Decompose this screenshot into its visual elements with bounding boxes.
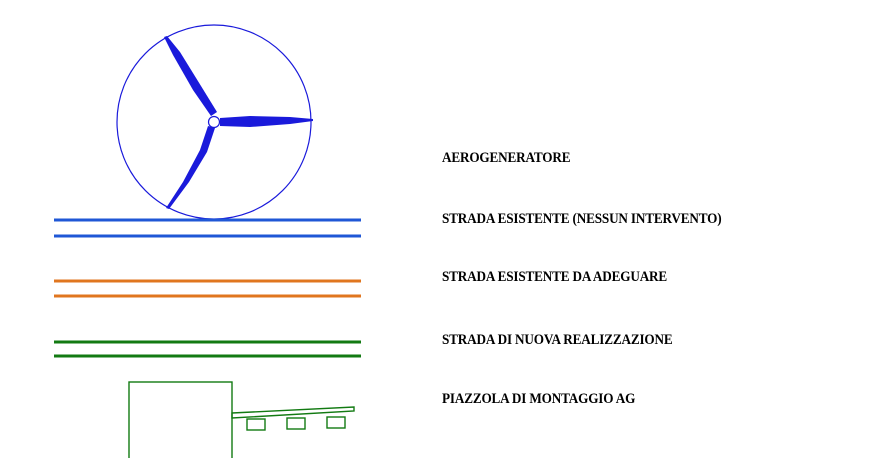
legend-label-strada-nuova: STRADA DI NUOVA REALIZZAZIONE [442, 332, 673, 348]
strada-nuova-symbol [54, 340, 361, 358]
legend-label-strada-esistente: STRADA ESISTENTE (NESSUN INTERVENTO) [442, 211, 722, 227]
turbine-blade-right [220, 116, 313, 127]
turbine-blade-lower [166, 126, 215, 209]
strada-adeguare-symbol [54, 279, 361, 298]
legend-label-piazzola: PIAZZOLA DI MONTAGGIO AG [442, 391, 636, 407]
piazzola-symbol [128, 381, 355, 458]
pad-outrigger [246, 418, 266, 431]
legend-label-aerogeneratore: AEROGENERATORE [442, 150, 571, 166]
pad-rectangle [128, 381, 233, 458]
pad-boom-arm [231, 406, 355, 419]
pad-outrigger [286, 417, 306, 430]
turbine-blade-upper [164, 36, 217, 116]
pad-outrigger [326, 416, 346, 429]
strada-esistente-symbol [54, 218, 361, 238]
turbine-hub [207, 115, 221, 129]
legend-label-strada-adeguare: STRADA ESISTENTE DA ADEGUARE [442, 269, 668, 285]
wind-turbine-icon [116, 24, 313, 220]
